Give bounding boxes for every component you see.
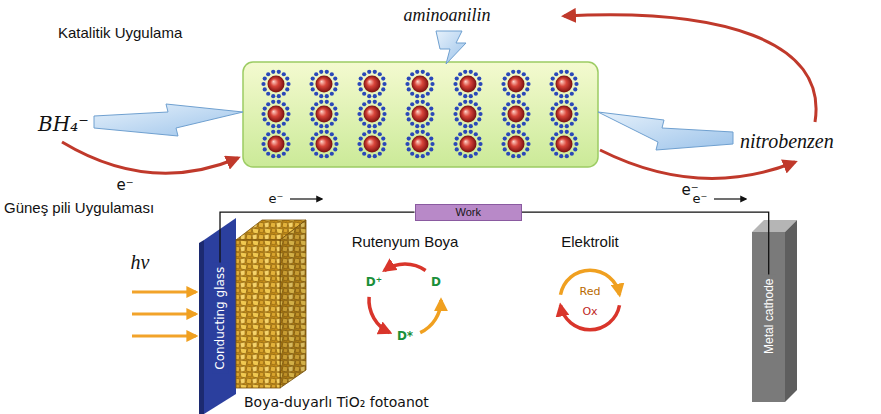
dye-cycle-arrow <box>384 264 425 270</box>
electron-arrow <box>600 150 795 178</box>
circuit-wire <box>522 212 769 274</box>
node-text: Work <box>456 206 481 219</box>
flash-arrow <box>598 112 733 150</box>
reagent-label: BH₄⁻ <box>38 112 89 136</box>
node-text: Conducting glass <box>213 267 227 370</box>
photoanode-caption: Boya-duyarlı TiO₂ fotoanot <box>244 394 429 410</box>
section-heading: Katalitik Uygulama <box>58 24 182 41</box>
tio2-side <box>280 220 306 388</box>
node-text: Metal cathode <box>762 279 776 354</box>
nanoparticles <box>261 70 578 159</box>
product-label: aminoanilin <box>403 5 490 26</box>
load-box: Work <box>415 204 522 221</box>
catalyst-panel <box>243 62 598 167</box>
flash-arrow <box>94 104 243 136</box>
dye-state: D* <box>397 329 413 343</box>
light-label: hν <box>131 251 150 274</box>
electron-label: e⁻ <box>116 176 133 194</box>
dye-heading: Rutenyum Boya <box>352 233 459 250</box>
cathode-side <box>785 220 797 402</box>
light-arrows <box>132 292 196 336</box>
redox-state: Ox <box>582 305 597 318</box>
electron-arrow <box>62 142 238 173</box>
flash-arrow <box>436 31 466 64</box>
dye-state: D <box>431 275 441 289</box>
electrolyte-cycle-arrow <box>561 305 620 330</box>
reactant-label: nitrobenzen <box>740 130 834 153</box>
tio2-front <box>236 240 280 388</box>
glass-edge <box>199 240 204 414</box>
redox-state: Red <box>580 285 601 298</box>
metal-cathode: Metal cathode <box>761 275 777 358</box>
dye-cycle-arrow <box>369 297 390 333</box>
dye-cycle-arrow <box>420 300 441 333</box>
dye-state: D⁺ <box>366 275 382 289</box>
electron-label: e⁻ <box>693 191 708 206</box>
section-heading: Güneş pili Uygulaması <box>4 199 154 216</box>
electron-flow-arrow <box>290 198 322 199</box>
conducting-glass: Conducting glass <box>212 263 228 374</box>
product-arrow <box>564 15 816 122</box>
electrolyte-heading: Elektrolit <box>561 233 619 250</box>
electron-flow-arrow <box>714 198 746 199</box>
electron-label: e⁻ <box>269 191 284 206</box>
